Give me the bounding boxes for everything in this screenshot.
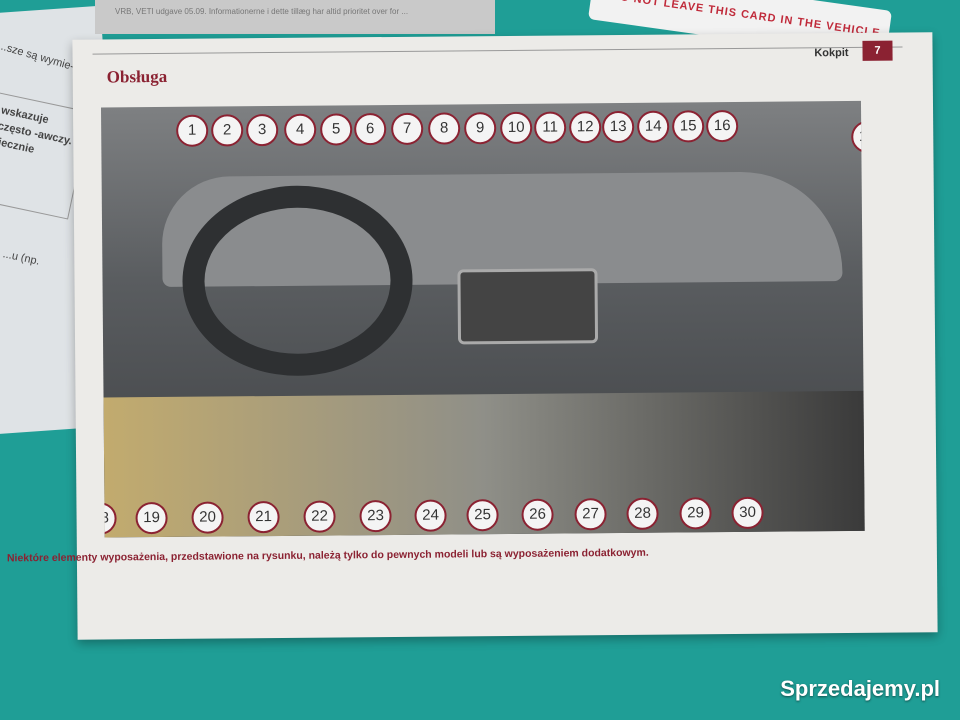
callout-10: 10 <box>500 111 533 145</box>
callout-29: 29 <box>679 497 712 530</box>
callout-13: 13 <box>602 110 635 144</box>
callout-15: 15 <box>672 110 705 143</box>
previous-page-text: ...sze są wymie- <box>0 39 76 74</box>
callout-12: 12 <box>569 111 602 144</box>
callout-27: 27 <box>574 498 607 531</box>
callout-24: 24 <box>414 499 447 532</box>
callout-28: 28 <box>626 497 659 530</box>
callout-11: 11 <box>534 111 567 144</box>
callout-5: 5 <box>320 113 353 146</box>
callout-14: 14 <box>637 110 670 143</box>
page-number: 7 <box>862 40 893 61</box>
callout-7: 7 <box>391 112 424 145</box>
header-rule <box>92 46 903 55</box>
callout-19: 19 <box>135 501 168 535</box>
background-card-left: VRB, VETI udgave 05.09. Informationerne … <box>95 0 495 34</box>
center-console <box>457 268 599 345</box>
callout-16: 16 <box>706 109 739 143</box>
callout-2: 2 <box>211 114 244 147</box>
callout-3: 3 <box>246 113 279 147</box>
callout-17: 17 <box>851 120 865 153</box>
callout-20: 20 <box>191 501 224 534</box>
previous-page-text: ...u (np. <box>1 248 41 268</box>
section-name: Kokpit <box>814 46 849 60</box>
callout-25: 25 <box>466 499 499 532</box>
callout-22: 22 <box>303 500 336 533</box>
callout-9: 9 <box>464 112 497 145</box>
callout-4: 4 <box>284 113 317 146</box>
callout-26: 26 <box>521 498 554 531</box>
callout-1: 1 <box>176 114 209 147</box>
figure-caption: Niektóre elementy wyposażenia, przedstaw… <box>6 546 649 565</box>
callout-8: 8 <box>428 112 461 145</box>
callout-6: 6 <box>354 113 387 146</box>
page-title: Obsługa <box>106 66 168 87</box>
steering-wheel <box>181 184 414 377</box>
callout-30: 30 <box>731 496 764 530</box>
watermark: Sprzedajemy.pl <box>780 676 940 701</box>
callout-23: 23 <box>359 499 392 533</box>
callout-21: 21 <box>247 500 280 534</box>
